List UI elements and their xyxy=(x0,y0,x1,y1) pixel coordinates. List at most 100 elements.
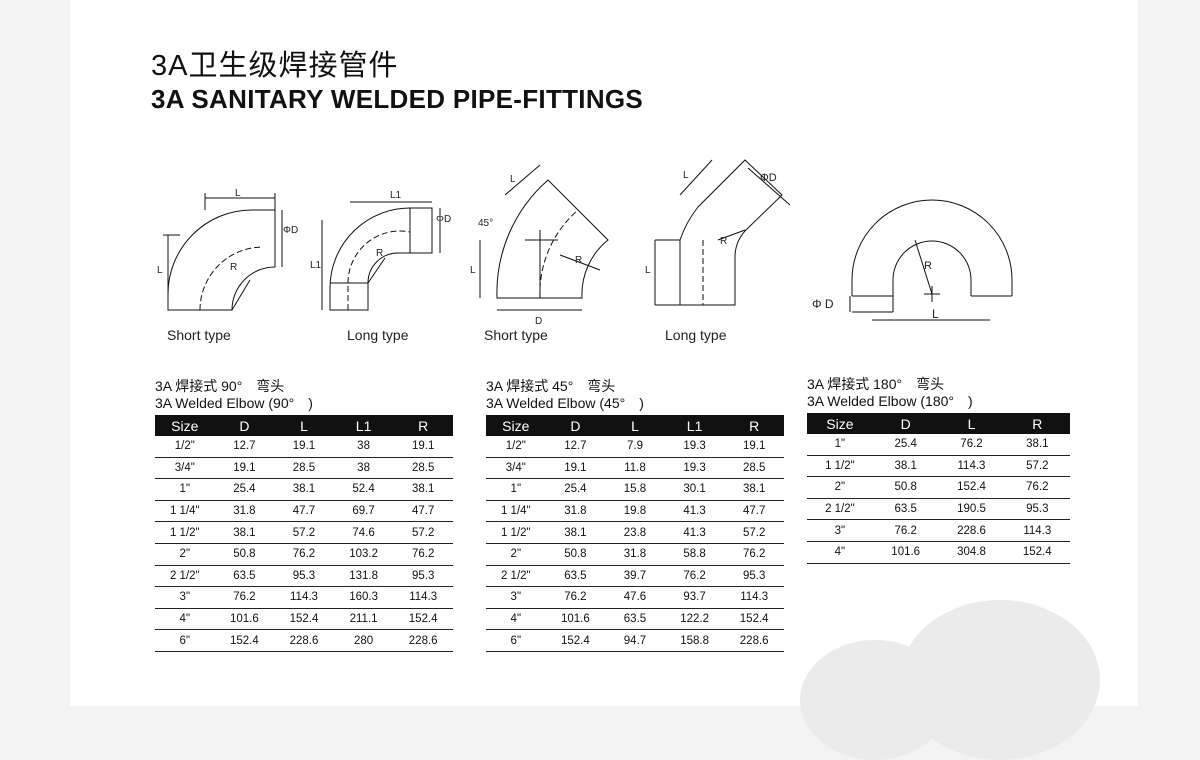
diagram-area: L L ΦD R Short type L1 L1 ΦD R Long type… xyxy=(0,0,1200,360)
table-cell: 38.1 xyxy=(274,478,334,501)
table-cell: 41.3 xyxy=(664,500,725,523)
table-cell: 12.7 xyxy=(545,436,606,458)
column-header: L xyxy=(605,415,665,436)
table-cell: 28.5 xyxy=(724,457,784,480)
elbow90-short-caption: Short type xyxy=(167,327,231,343)
elbow90-short-drawing xyxy=(163,193,283,311)
table-cell: 41.3 xyxy=(664,521,725,544)
table-cell: 2" xyxy=(807,476,873,499)
column-header: R xyxy=(724,415,784,436)
table-cell: 63.5 xyxy=(872,498,939,521)
table-cell: 74.6 xyxy=(333,521,394,544)
table-cell: 114.3 xyxy=(274,586,334,609)
elbow45-short-dim-angle: 45° xyxy=(478,218,494,229)
table-cell: 1" xyxy=(155,478,215,501)
column-header: D xyxy=(214,415,275,436)
elbow45-long-dim-l-side: L xyxy=(645,265,651,276)
table-cell: 50.8 xyxy=(214,543,275,566)
table-cell: 114.3 xyxy=(393,586,453,609)
elbow90-short-dim-d: ΦD xyxy=(283,225,299,236)
table-cell: 57.2 xyxy=(274,521,334,544)
table-cell: 95.3 xyxy=(1004,498,1071,521)
table-cell: 76.2 xyxy=(393,543,453,566)
column-header: L1 xyxy=(333,415,394,436)
table-cell: 76.2 xyxy=(214,586,275,609)
elbow180-dim-r: R xyxy=(924,260,932,272)
table-cell: 1 1/4" xyxy=(155,500,215,523)
table-cell: 93.7 xyxy=(664,586,725,609)
table-cell: 152.4 xyxy=(938,476,1005,499)
elbow180-dim-d: Φ D xyxy=(812,297,834,311)
table-cell: 95.3 xyxy=(393,565,453,588)
table-cell: 12.7 xyxy=(214,436,275,458)
table-cell: 1 1/4" xyxy=(486,500,546,523)
table-cell: 2 1/2" xyxy=(807,498,873,521)
table-cell: 228.6 xyxy=(724,629,784,652)
elbow90-caption-cn: 3A 焊接式 90° 弯头 xyxy=(155,378,285,394)
table-cell: 38 xyxy=(333,436,394,458)
table-cell: 2 1/2" xyxy=(486,565,546,588)
table-cell: 211.1 xyxy=(333,608,394,631)
table-cell: 19.1 xyxy=(545,457,606,480)
table-cell: 47.6 xyxy=(605,586,665,609)
table-cell: 38.1 xyxy=(724,478,784,501)
table-cell: 58.8 xyxy=(664,543,725,566)
table-cell: 25.4 xyxy=(214,478,275,501)
table-cell: 31.8 xyxy=(214,500,275,523)
table-cell: 30.1 xyxy=(664,478,725,501)
table-cell: 63.5 xyxy=(605,608,665,631)
table-cell: 76.2 xyxy=(274,543,334,566)
elbow45-short-dim-d: D xyxy=(535,316,543,327)
column-header: L1 xyxy=(664,415,725,436)
table-cell: 152.4 xyxy=(545,629,606,652)
table-cell: 1" xyxy=(486,478,546,501)
elbow90-short-dim-l-side: L xyxy=(157,265,163,276)
table-cell: 38.1 xyxy=(545,521,606,544)
elbow45-long-dim-l-top: L xyxy=(683,170,689,181)
elbow45-caption-cn: 3A 焊接式 45° 弯头 xyxy=(486,378,616,394)
table-cell: 76.2 xyxy=(872,519,939,542)
table-cell: 228.6 xyxy=(938,519,1005,542)
elbow90-short-dim-l-top: L xyxy=(235,188,241,199)
table-cell: 114.3 xyxy=(1004,519,1071,542)
table-cell: 2" xyxy=(155,543,215,566)
table-cell: 52.4 xyxy=(333,478,394,501)
elbow45-long-dim-r: R xyxy=(720,236,728,247)
column-header: D xyxy=(545,415,606,436)
table-cell: 3/4" xyxy=(486,457,546,480)
table-cell: 6" xyxy=(155,629,215,652)
table-cell: 57.2 xyxy=(724,521,784,544)
table-cell: 280 xyxy=(333,629,394,652)
table-cell: 47.7 xyxy=(274,500,334,523)
elbow90-long-drawing xyxy=(321,201,441,311)
table-cell: 131.8 xyxy=(333,565,394,588)
elbow90-long-dim-d: ΦD xyxy=(436,214,452,225)
table-cell: 76.2 xyxy=(664,565,725,588)
table-cell: 25.4 xyxy=(545,478,606,501)
table-cell: 1 1/2" xyxy=(807,455,873,478)
table-cell: 63.5 xyxy=(214,565,275,588)
table-cell: 1/2" xyxy=(155,436,215,458)
table-cell: 19.8 xyxy=(605,500,665,523)
table-cell: 304.8 xyxy=(938,541,1005,564)
column-header: L xyxy=(938,413,1005,434)
